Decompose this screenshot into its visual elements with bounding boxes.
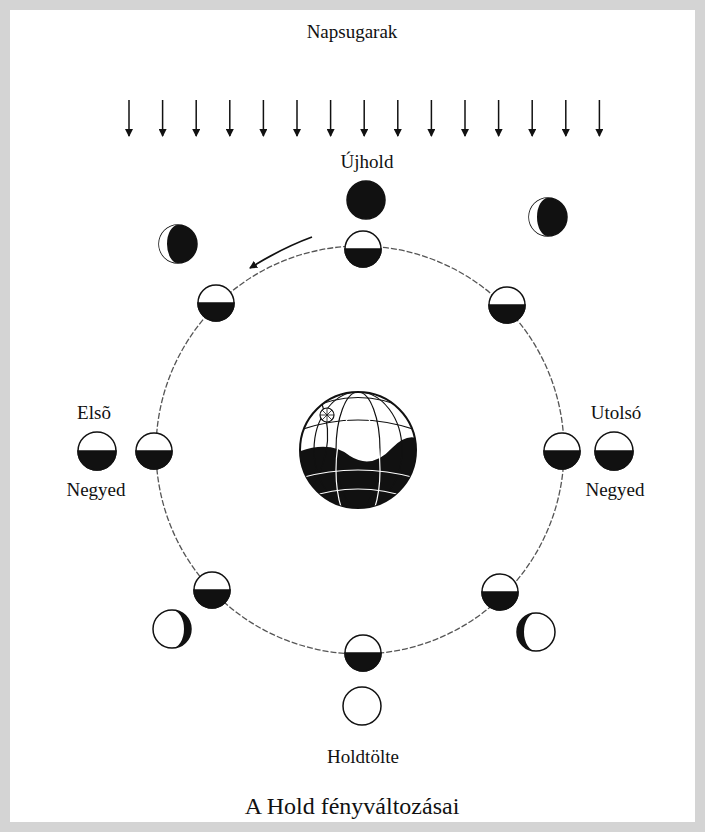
- earth: [298, 392, 420, 528]
- sun-ray: [565, 100, 567, 136]
- phase-label: Utolsó: [591, 403, 642, 424]
- phase-label: Elsõ: [77, 403, 111, 424]
- sun-ray: [397, 100, 399, 136]
- orbit: [156, 246, 564, 654]
- sun-ray: [162, 100, 164, 136]
- visible-phases: [78, 181, 633, 725]
- sun-ray: [464, 100, 466, 136]
- direction-arrow: [250, 237, 312, 268]
- sun-ray: [363, 100, 365, 136]
- sun-rays: [129, 100, 599, 136]
- sun-ray: [330, 100, 332, 136]
- sun-ray: [599, 100, 601, 136]
- sun-ray: [128, 100, 130, 136]
- caption: A Hold fényváltozásai: [245, 793, 460, 819]
- sun-ray: [498, 100, 500, 136]
- phase-label: Újhold: [341, 152, 394, 173]
- sun-rays-label: Napsugarak: [307, 22, 398, 43]
- orbit-moons: [136, 231, 580, 671]
- phase-label: Holdtölte: [327, 747, 399, 768]
- phase-label: Negyed: [585, 480, 644, 501]
- sun-ray: [263, 100, 265, 136]
- sun-ray: [431, 100, 433, 136]
- phase-label: Negyed: [66, 480, 125, 501]
- sun-ray: [195, 100, 197, 136]
- sun-ray: [229, 100, 231, 136]
- sun-ray: [296, 100, 298, 136]
- sun-ray: [531, 100, 533, 136]
